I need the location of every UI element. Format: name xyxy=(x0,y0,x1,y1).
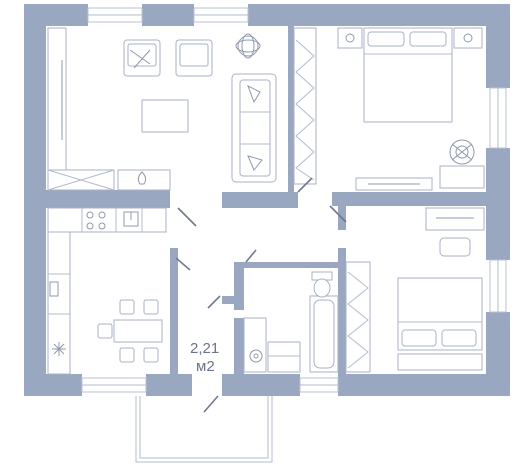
washing-machine xyxy=(243,317,267,373)
wall-bottom-mid xyxy=(146,374,192,396)
wall-left xyxy=(24,4,46,396)
kitchen-counter-top xyxy=(47,207,167,233)
hallway: 2,21 м2 xyxy=(190,340,219,375)
area-value: 2,21 xyxy=(190,340,219,357)
living-room xyxy=(47,27,277,191)
chair-2 xyxy=(143,299,159,315)
wall-bath-top xyxy=(234,262,344,268)
wall-hall-top xyxy=(222,192,298,208)
stool xyxy=(439,237,471,257)
sink-bath xyxy=(267,341,301,373)
bedroom-2 xyxy=(345,207,485,373)
kitchen xyxy=(47,207,167,375)
wall-bottom-left xyxy=(24,374,82,396)
nightstand-1 xyxy=(337,27,363,49)
wall-right-mid xyxy=(486,148,510,260)
outer-walls xyxy=(24,4,510,396)
drain-icon xyxy=(249,349,263,363)
fan-icon xyxy=(52,342,66,356)
desk-bedroom1 xyxy=(439,165,485,189)
wall-top-mid xyxy=(142,4,194,26)
chair-3 xyxy=(119,347,135,363)
chair-5 xyxy=(97,323,113,339)
door-bath-inner[interactable] xyxy=(207,295,221,309)
wardrobe-bedroom2 xyxy=(345,261,371,373)
wall-bedroom1-bottom xyxy=(332,192,486,206)
coffee-table xyxy=(141,99,189,133)
interior-walls xyxy=(46,26,486,374)
windows xyxy=(81,7,507,393)
dining-table xyxy=(113,319,163,343)
nightstand-2 xyxy=(453,27,483,49)
door-bathroom[interactable] xyxy=(245,249,257,263)
wall-bottom-mid2 xyxy=(222,374,300,396)
plant-icon xyxy=(235,33,261,59)
chair-4 xyxy=(143,347,159,363)
wall-living-bedroom xyxy=(288,26,294,192)
wall-bottom-right xyxy=(338,374,510,396)
wall-bath-bedroom xyxy=(338,248,346,374)
bench xyxy=(397,353,483,371)
stove-icon xyxy=(86,211,106,230)
wall-top-right xyxy=(248,4,510,26)
balcony xyxy=(135,396,273,463)
door-balcony[interactable] xyxy=(203,395,219,413)
door-bedroom1[interactable] xyxy=(297,177,313,193)
door-bedroom2[interactable] xyxy=(329,205,347,223)
area-unit: м2 xyxy=(196,358,215,375)
wall-bath-left-lower xyxy=(234,318,244,374)
door-kitchen[interactable] xyxy=(175,257,191,271)
toilet-icon xyxy=(311,271,333,298)
wall-bath-step xyxy=(222,296,242,304)
bathroom xyxy=(243,271,339,373)
desk-chair-icon xyxy=(449,139,475,165)
door-living[interactable] xyxy=(177,207,197,227)
kitchen-counter-left xyxy=(47,231,71,375)
wardrobe-living xyxy=(47,27,67,171)
bedroom-1 xyxy=(293,27,485,191)
chair-1 xyxy=(119,299,135,315)
wall-right-top xyxy=(486,4,510,88)
desk-bedroom2 xyxy=(425,207,485,231)
sink-icon xyxy=(123,211,139,227)
wall-kitchen-right xyxy=(170,248,178,374)
fireplace xyxy=(117,169,171,191)
doors xyxy=(175,177,347,413)
wall-bath-left-upper xyxy=(234,262,244,310)
wall-living-bottom xyxy=(46,190,170,208)
